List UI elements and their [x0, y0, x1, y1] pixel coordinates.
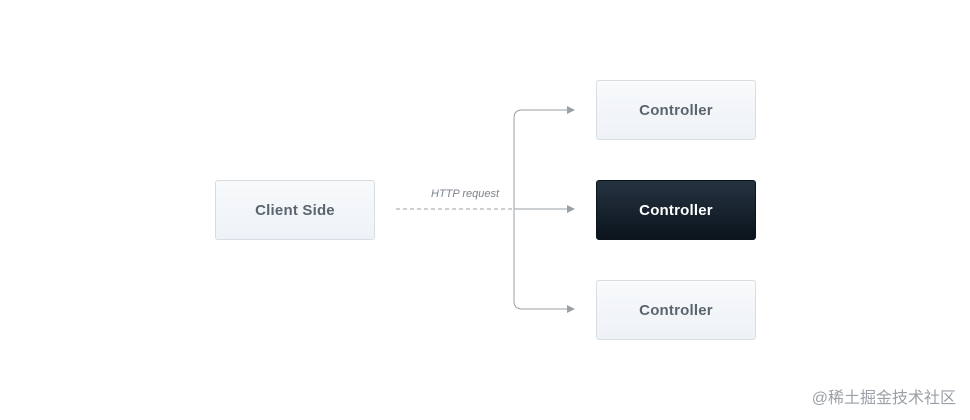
controller-box-bottom: Controller — [596, 280, 756, 340]
watermark-text: @稀土掘金技术社区 — [811, 390, 956, 407]
arrow-to-controller-bot — [513, 209, 575, 313]
arrow-to-controller-top — [513, 106, 575, 209]
controller-label: Controller — [639, 201, 713, 219]
client-side-label: Client Side — [255, 201, 335, 219]
controller-label: Controller — [639, 101, 713, 119]
http-request-label: HTTP request — [431, 188, 500, 200]
controller-box-highlighted: Controller — [596, 180, 756, 240]
controller-box-top: Controller — [596, 80, 756, 140]
controller-label: Controller — [639, 301, 713, 319]
client-side-box: Client Side — [215, 180, 375, 240]
